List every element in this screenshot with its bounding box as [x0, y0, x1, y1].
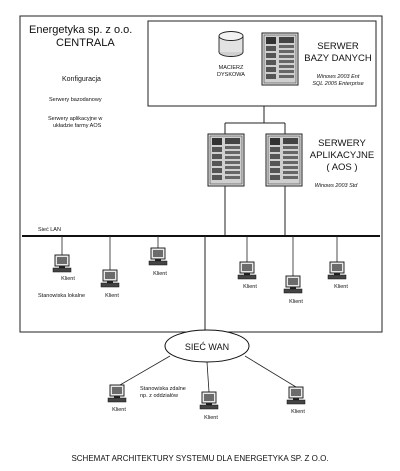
client-label: Klient	[61, 276, 75, 282]
app-server-icon	[207, 133, 245, 187]
client-pc-icon	[52, 254, 72, 273]
client-label: Klient	[153, 271, 167, 277]
client-pc-icon	[283, 275, 303, 294]
wan-cloud	[164, 329, 250, 363]
client-pc-icon	[199, 391, 219, 410]
client-pc-icon	[327, 261, 347, 280]
wan-link	[244, 355, 297, 388]
client-label: Klient	[204, 415, 218, 421]
client-pc-icon	[286, 386, 306, 405]
app-servers-title-line1: SERWERY	[318, 138, 366, 149]
central-title-line1: Energetyka sp. z o.o.	[29, 24, 132, 36]
local-stations-label: Stanowiska lokalne	[38, 293, 85, 299]
app-servers-label-line2: układzie farmy AOS	[53, 123, 102, 129]
db-server-title-line2: BAZY DANYCH	[304, 53, 372, 64]
remote-stations-label-line1: Stanowiska zdalne	[140, 386, 186, 392]
client-label: Klient	[112, 407, 126, 413]
app-servers-title-line3: ( AOS )	[326, 162, 357, 173]
central-title-line2: CENTRALA	[56, 37, 115, 49]
db-server-title-line1: SERWER	[317, 41, 359, 52]
client-label: Klient	[291, 409, 305, 415]
db-server-os-line2: SQL 2005 Enterprise	[312, 81, 363, 87]
disk-array-label-line2: DYSKOWA	[217, 72, 245, 78]
db-servers-label: Serwery bazodanowy	[49, 97, 102, 103]
wan-link	[119, 355, 171, 386]
client-label: Klient	[105, 293, 119, 299]
lan-label: Sieć LAN	[38, 227, 61, 233]
app-server-icon	[265, 133, 303, 187]
disk-array-icon	[218, 31, 244, 57]
wan-link	[206, 361, 210, 393]
db-server-icon	[261, 32, 299, 86]
app-servers-title-line2: APLIKACYJNE	[310, 150, 374, 161]
wan-label: SIEĆ WAN	[185, 342, 229, 352]
diagram-caption: SCHEMAT ARCHITEKTURY SYSTEMU DLA ENERGET…	[71, 454, 328, 463]
remote-stations-label-line2: np. z oddziałów	[140, 393, 178, 399]
db-server-frame	[147, 20, 377, 107]
client-label: Klient	[289, 299, 303, 305]
client-label: Klient	[243, 284, 257, 290]
db-server-os-line1: Winows 2003 Ent	[317, 74, 360, 80]
client-label: Klient	[334, 284, 348, 290]
disk-array-label-line1: MACIERZ	[219, 65, 244, 71]
client-pc-icon	[107, 384, 127, 403]
app-servers-label-line1: Serwery aplikacyjne w	[48, 116, 102, 122]
client-pc-icon	[237, 261, 257, 280]
client-pc-icon	[148, 247, 168, 266]
config-label: Konfiguracja	[62, 76, 101, 83]
client-pc-icon	[100, 269, 120, 288]
app-servers-os: Winows 2003 Std	[315, 183, 359, 189]
